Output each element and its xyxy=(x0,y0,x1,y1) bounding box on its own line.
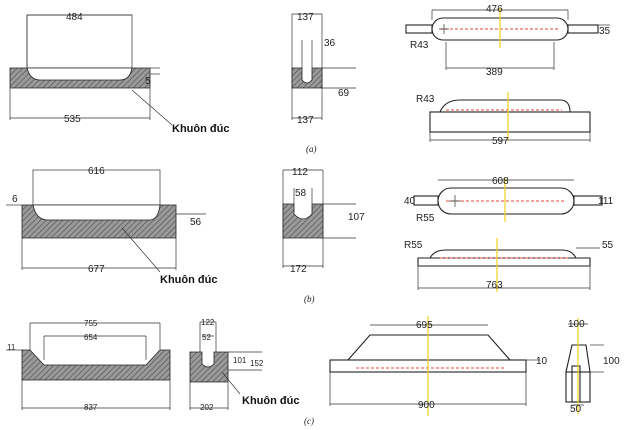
panel-b: 616 6 56 677 Khuôn đúc 112 58 107 172 xyxy=(6,166,614,304)
panel-b-section-view: 112 58 107 172 xyxy=(282,167,365,275)
dim-end-side: 100 xyxy=(603,356,620,367)
dim-plan-inner: 389 xyxy=(486,67,503,78)
panel-b-elevation: R55 55 763 xyxy=(404,238,614,292)
dim-section-bottom: 172 xyxy=(290,264,307,275)
dim-plan-radius: R55 xyxy=(416,213,435,224)
panel-c-elevation: 695 10 900 xyxy=(329,316,548,416)
dim-elev-side: 55 xyxy=(602,240,614,251)
dim-top: 616 xyxy=(88,166,105,177)
dim-section-h1: 101 xyxy=(233,356,247,365)
panel-a: 484 5 535 Khuôn đúc 137 36 69 137 xyxy=(9,4,611,154)
dim-elev-base: 597 xyxy=(492,136,509,147)
mold-label: Khuôn đúc xyxy=(172,123,229,135)
panel-c-front-view: 755 654 11 837 xyxy=(6,319,171,412)
panel-a-section-view: 137 36 69 137 xyxy=(291,12,356,126)
dim-section-inner: 58 xyxy=(295,188,307,199)
mold-label: Khuôn đúc xyxy=(160,274,217,286)
dim-side: 56 xyxy=(190,217,202,228)
dim-plan-length: 608 xyxy=(492,176,509,187)
panel-a-front-view: 484 5 535 Khuôn đúc xyxy=(9,12,229,135)
dim-plan-length: 476 xyxy=(486,4,503,15)
panel-c: 755 654 11 837 122 52 101 152 202 Khuôn … xyxy=(6,316,620,426)
dim-elev-radius: R55 xyxy=(404,240,423,251)
caption-c: (c) xyxy=(304,416,314,426)
dim-section-inner: 52 xyxy=(202,333,211,342)
dim-plan-right: 111 xyxy=(598,196,614,207)
caption-b: (b) xyxy=(304,294,315,304)
dim-section-height: 107 xyxy=(348,212,365,223)
panel-b-plan-view: 608 40 111 R55 xyxy=(404,176,614,224)
dim-bottom: 535 xyxy=(64,114,81,125)
dim-elev-radius: R43 xyxy=(416,94,435,105)
dim-section-inner: 36 xyxy=(324,38,336,49)
dim-side: 5 xyxy=(145,76,151,87)
dim-elev-base: 763 xyxy=(486,280,503,291)
dim-section-h2: 152 xyxy=(250,359,264,368)
dim-bottom: 677 xyxy=(88,264,105,275)
dim-section-bottom: 137 xyxy=(297,115,314,126)
dim-end-bottom: 50 xyxy=(570,404,582,415)
dim-bottom: 837 xyxy=(84,403,98,412)
dim-inner: 654 xyxy=(84,333,98,342)
dim-plan-radius: R43 xyxy=(410,40,429,51)
dim-end-top: 100 xyxy=(568,319,585,330)
panel-a-elevation: R43 597 xyxy=(416,92,591,147)
dim-elev-base: 900 xyxy=(418,400,435,411)
dim-section-top: 122 xyxy=(201,318,215,327)
dim-plan-left: 40 xyxy=(404,196,416,207)
panel-a-plan-view: 476 R43 35 389 xyxy=(405,4,611,78)
dim-section-top: 112 xyxy=(292,167,308,178)
dim-plan-width: 35 xyxy=(599,26,611,37)
panel-b-front-view: 616 6 56 677 Khuôn đúc xyxy=(6,166,217,286)
mold-label: Khuôn đúc xyxy=(242,395,299,407)
panel-c-end-view: 100 100 50 xyxy=(565,318,620,415)
dim-left: 11 xyxy=(7,343,16,352)
dim-top: 484 xyxy=(66,12,83,23)
dim-elev-side: 10 xyxy=(536,356,548,367)
dim-section-bottom: 202 xyxy=(200,403,214,412)
dim-section-top: 137 xyxy=(297,12,314,23)
panel-c-section-view: 122 52 101 152 202 Khuôn đúc xyxy=(189,318,299,412)
dim-left: 6 xyxy=(12,194,18,205)
dim-section-height: 69 xyxy=(338,88,350,99)
dim-top: 755 xyxy=(84,319,98,328)
caption-a: (a) xyxy=(306,144,317,154)
dim-elev-top: 695 xyxy=(416,320,433,331)
